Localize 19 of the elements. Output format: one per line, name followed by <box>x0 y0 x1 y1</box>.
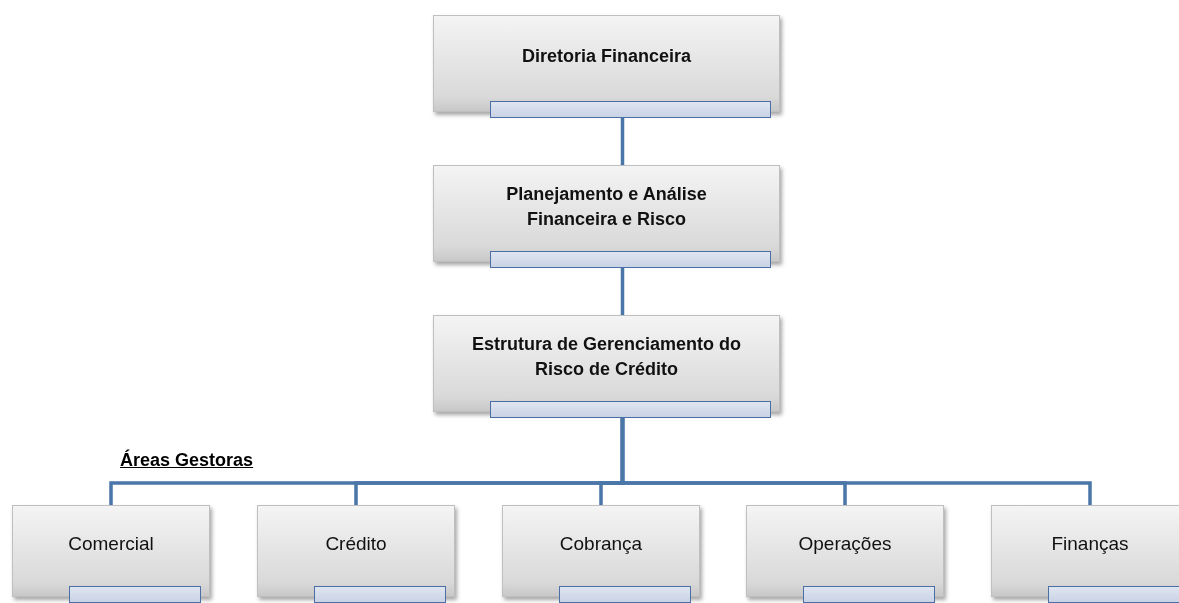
org-box <box>502 505 700 603</box>
box-title: Planejamento e Análise Financeira e Risco <box>505 183 708 231</box>
box-title: Crédito <box>325 532 387 557</box>
box-title: Cobrança <box>559 532 643 557</box>
box-title: Estrutura de Gerenciamento do Risco de Crédito <box>470 333 743 381</box>
org-box <box>12 505 210 603</box>
org-box <box>433 315 780 418</box>
box-title: Operações <box>798 532 892 557</box>
box-title: Diretoria Financeira <box>521 45 692 69</box>
org-box <box>257 505 455 603</box>
org-box <box>746 505 944 603</box>
box-title: Comercial <box>68 532 154 557</box>
org-box <box>433 15 780 118</box>
group-heading: Áreas Gestoras <box>120 450 254 471</box>
box-title: Finanças <box>1051 532 1129 557</box>
connector-line <box>620 418 1092 505</box>
org-box <box>433 165 780 268</box>
connector-line <box>620 268 625 315</box>
connector-line <box>620 118 625 165</box>
